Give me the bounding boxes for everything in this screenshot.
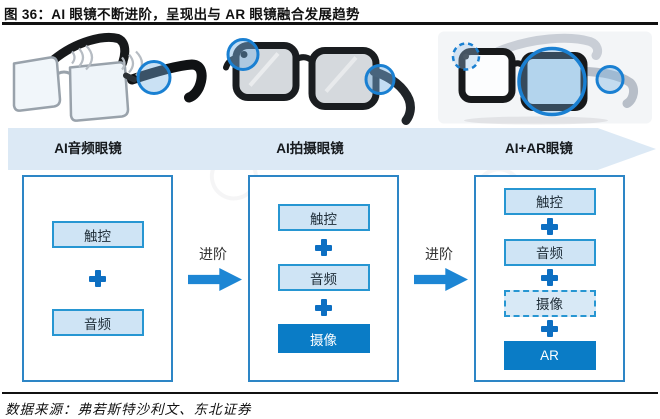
ar-glasses-photo <box>438 31 652 125</box>
lens <box>458 48 516 103</box>
stage-name-ar-glasses: AI+AR眼镜 <box>505 141 573 156</box>
feature-touch: 触控 <box>51 221 144 248</box>
stage-name-audio-glasses: AI音频眼镜 <box>54 141 122 156</box>
stage-name-camera-glasses: AI拍摄眼镜 <box>276 141 344 156</box>
stage-box-audio-glasses: 触控 音频 <box>22 175 173 382</box>
feature-audio: 音频 <box>277 264 370 291</box>
camera-dot <box>463 53 469 60</box>
transition-arrow-icon <box>414 268 468 291</box>
camera-highlight-circle-dashed <box>451 42 481 71</box>
lens-reflection <box>324 56 358 93</box>
plus-icon <box>541 218 558 235</box>
lens <box>12 56 62 112</box>
plus-icon <box>315 239 332 256</box>
touch-highlight-circle <box>364 64 396 95</box>
ar-lens-highlight-circle <box>517 46 587 117</box>
temple-arm <box>369 67 415 125</box>
progression-arrow-band <box>8 128 656 170</box>
sound-wave-icon <box>71 44 144 77</box>
plus-icon <box>89 270 106 287</box>
footer-divider <box>2 392 658 394</box>
stage-box-ar-glasses: 触控 音频 摄像 AR <box>474 175 625 382</box>
bridge <box>57 70 71 75</box>
camera-dot <box>240 51 248 58</box>
transition-label: 进阶 <box>425 246 453 262</box>
audio-glasses-photo <box>12 32 207 122</box>
lens <box>308 47 380 110</box>
bridge <box>294 54 314 63</box>
temple-arm <box>493 33 603 60</box>
temple-arm <box>127 59 207 103</box>
plus-icon <box>541 320 558 337</box>
touch-highlight-circle <box>136 60 172 95</box>
feature-touch: 触控 <box>503 187 596 215</box>
shadow <box>464 116 608 125</box>
transition-label: 进阶 <box>199 246 227 262</box>
feature-audio: 音频 <box>51 309 144 336</box>
lens-reflection <box>248 52 280 87</box>
figure-title: 图 36：AI 眼镜不断进阶，呈现出与 AR 眼镜融合发展趋势 <box>4 7 360 22</box>
camera-glasses-photo <box>223 38 415 125</box>
feature-ar: AR <box>503 340 596 370</box>
hinge <box>123 72 137 83</box>
touch-highlight-circle <box>595 65 625 94</box>
feature-audio: 音频 <box>503 238 596 266</box>
feature-camera: 摄像 <box>503 289 596 317</box>
transition-arrow-icon <box>188 268 242 291</box>
stage-box-camera-glasses: 触控 音频 摄像 <box>248 175 399 382</box>
plus-icon <box>315 299 332 316</box>
title-divider <box>2 22 658 25</box>
feature-camera: 摄像 <box>277 324 370 353</box>
feature-touch: 触控 <box>277 204 370 231</box>
data-source: 数据来源：弗若斯特沙利文、东北证券 <box>5 402 252 417</box>
plus-icon <box>541 269 558 286</box>
camera-highlight-circle <box>226 38 260 71</box>
lens <box>68 61 130 122</box>
